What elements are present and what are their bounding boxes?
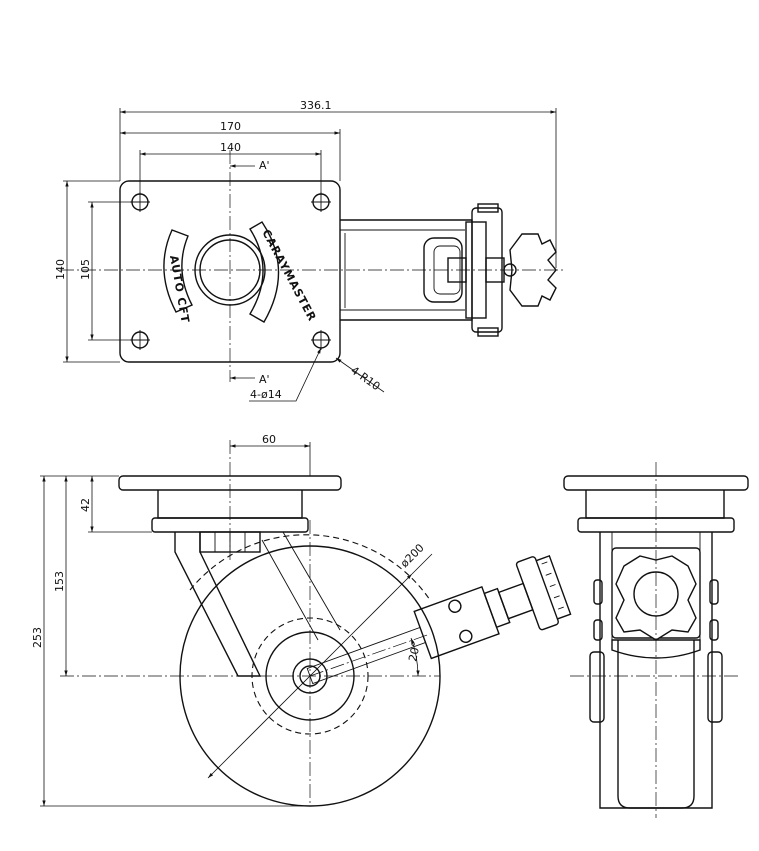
dim-wheel-diameter: ø200 [398, 541, 427, 570]
dim-axle-height: 153 [53, 571, 66, 592]
radius-callout: 4-R10 [348, 364, 382, 393]
dim-plate-height-side: 42 [79, 498, 92, 512]
star-knob-top [509, 233, 557, 307]
auto-logo-arc [163, 229, 193, 313]
brand-logo-text: CARAYMASTER [259, 227, 319, 323]
right-view [563, 462, 749, 818]
dim-bolt-width: 140 [220, 141, 241, 154]
dim-overall-height: 253 [31, 627, 44, 648]
fork-leg [174, 532, 262, 677]
brake-shaft [306, 554, 572, 685]
dim-offset: 60 [262, 433, 276, 446]
hole-callout: 4-ø14 [250, 388, 282, 401]
dim-overall-length: 336.1 [300, 99, 332, 112]
section-mark-top: A' [259, 159, 270, 172]
side-view: 60 253 153 42 ø200 20° [31, 433, 572, 807]
auto-logo-text: AUTO CFT [167, 254, 192, 324]
brand-logo-arc [249, 221, 280, 323]
dim-angle: 20° [406, 641, 423, 663]
top-view: AUTO CFT CARAYMASTER 336.1 170 [54, 99, 565, 402]
dim-plate-width: 170 [220, 120, 241, 133]
brake-arm-top [340, 203, 557, 337]
dim-plate-height: 140 [54, 259, 67, 280]
section-mark-bottom: A' [259, 373, 270, 386]
bolt-holes [130, 192, 331, 350]
dim-bolt-height: 105 [79, 259, 92, 280]
wheel-side [617, 640, 695, 809]
